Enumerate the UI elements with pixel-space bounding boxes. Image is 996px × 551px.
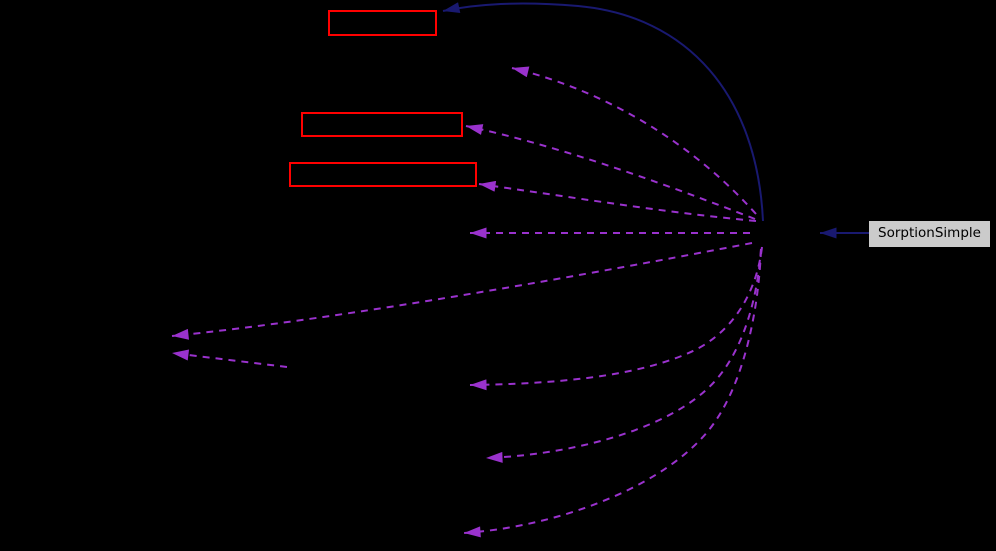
edge-usage-7 — [469, 246, 763, 391]
edge-usage-5 — [171, 242, 753, 340]
edge-usage-1 — [511, 66, 757, 215]
edge-usage-3 — [478, 180, 757, 222]
edge-usage-2 — [465, 124, 756, 220]
class-node-class-ref-mid-1[interactable] — [301, 112, 463, 137]
edge-usage-9 — [463, 249, 762, 538]
edge-usage-8 — [485, 248, 762, 463]
class-node-class-ref-top[interactable] — [328, 10, 437, 36]
edge-inherit-to-top-box — [442, 2, 764, 222]
class-node-label: SorptionSimple — [878, 225, 981, 242]
class-node-class-ref-mid-2[interactable] — [289, 162, 477, 187]
edges-group — [171, 2, 869, 538]
edge-usage-6 — [171, 349, 288, 368]
class-node-sorption-simple[interactable]: SorptionSimple — [869, 221, 990, 247]
